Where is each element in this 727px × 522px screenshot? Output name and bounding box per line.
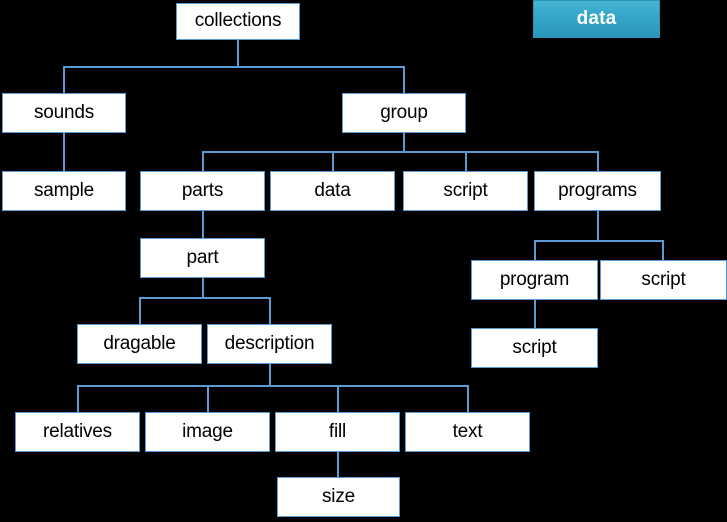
connector-group-bus <box>202 151 598 153</box>
connector-programs-stem <box>597 211 599 242</box>
connector-sounds-to-sample <box>63 133 65 172</box>
node-label: description <box>224 332 315 354</box>
node-dragable[interactable]: dragable <box>77 324 202 364</box>
connector-description-stem <box>269 364 271 387</box>
node-label: size <box>322 485 355 507</box>
connector-collections-stem <box>237 39 239 68</box>
node-group[interactable]: group <box>342 93 466 133</box>
connector-to-text <box>467 385 469 413</box>
node-programs[interactable]: programs <box>534 171 661 211</box>
connector-collections-bus <box>63 66 405 68</box>
node-image[interactable]: image <box>145 412 270 452</box>
node-fill[interactable]: fill <box>275 412 400 452</box>
connector-to-description <box>269 297 271 325</box>
connector-to-dragable <box>139 297 141 325</box>
node-label: image <box>182 420 233 442</box>
connector-description-bus <box>77 385 468 387</box>
connector-to-program <box>534 240 536 261</box>
node-part[interactable]: part <box>140 238 265 278</box>
node-label: sample <box>33 179 95 201</box>
connector-to-sounds <box>63 66 65 94</box>
connector-program-to-script <box>534 300 536 329</box>
node-description[interactable]: description <box>207 324 332 364</box>
connector-programs-bus <box>534 240 663 242</box>
connector-to-script-programs <box>662 240 664 261</box>
node-label: part <box>186 246 219 268</box>
node-label: dragable <box>103 332 176 354</box>
connector-part-stem <box>202 278 204 299</box>
data-legend-badge: data <box>533 0 660 38</box>
node-label: sounds <box>33 101 95 123</box>
connector-to-image <box>207 385 209 413</box>
connector-to-group <box>403 66 405 94</box>
connector-fill-to-size <box>337 452 339 478</box>
node-label: script <box>641 268 686 290</box>
node-text[interactable]: text <box>405 412 530 452</box>
connector-part-bus <box>139 297 270 299</box>
node-sounds[interactable]: sounds <box>2 93 126 133</box>
connector-to-fill <box>337 385 339 413</box>
node-parts[interactable]: parts <box>140 171 265 211</box>
node-label: collections <box>194 10 282 31</box>
connector-group-stem <box>403 133 405 153</box>
node-collections[interactable]: collections <box>176 3 300 40</box>
node-script-program[interactable]: script <box>471 328 598 368</box>
node-label: programs <box>558 179 637 201</box>
node-data[interactable]: data <box>270 171 395 211</box>
node-label: data <box>314 179 351 201</box>
connector-to-programs <box>597 151 599 172</box>
node-label: text <box>452 420 483 442</box>
data-legend-label: data <box>576 8 617 29</box>
node-relatives[interactable]: relatives <box>15 412 140 452</box>
node-label: script <box>443 179 488 201</box>
node-label: group <box>380 101 428 123</box>
node-label: fill <box>328 420 347 442</box>
node-program[interactable]: program <box>471 260 598 300</box>
connector-to-data <box>332 151 334 172</box>
node-label: parts <box>181 179 224 201</box>
connector-parts-to-part <box>202 211 204 239</box>
node-sample[interactable]: sample <box>2 171 126 211</box>
node-size[interactable]: size <box>277 477 400 517</box>
node-label: script <box>512 336 557 358</box>
node-label: program <box>499 268 570 290</box>
node-script-programs[interactable]: script <box>600 260 727 300</box>
node-label: relatives <box>43 420 112 442</box>
connector-to-script-group <box>465 151 467 172</box>
connector-to-relatives <box>77 385 79 413</box>
node-script-group[interactable]: script <box>403 171 528 211</box>
connector-to-parts <box>202 151 204 172</box>
